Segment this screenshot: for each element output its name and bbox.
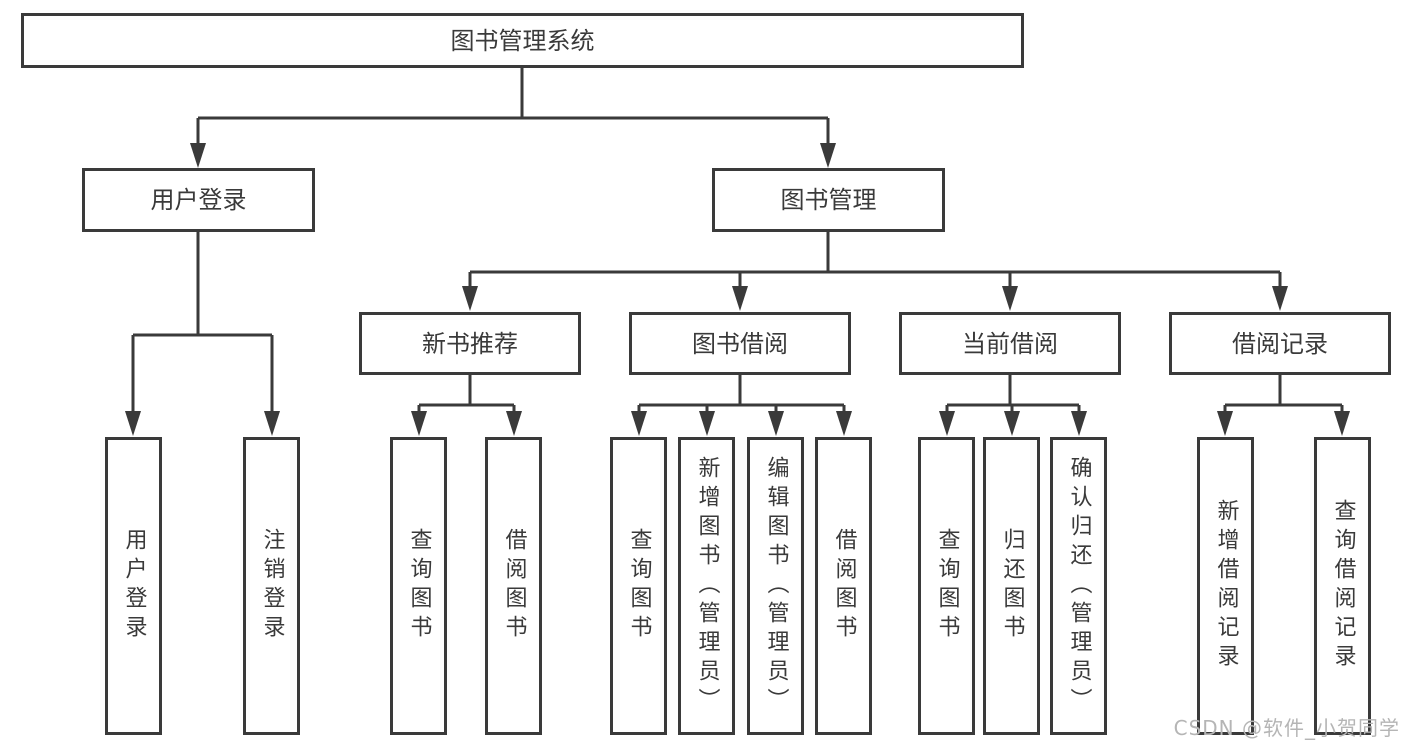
node-user-login: 用户登录 xyxy=(82,168,315,232)
leaf-recommend-borrow-book: 借阅图书 xyxy=(485,437,542,735)
edge-root-to-level2 xyxy=(196,68,830,146)
leaf-user-login: 用户登录 xyxy=(105,437,162,735)
leaf-label: 查询借阅记录 xyxy=(1330,499,1356,673)
leaf-label: 借阅图书 xyxy=(501,528,527,644)
leaf-label: 归还图书 xyxy=(999,528,1025,644)
edge-borrow-to-leaves xyxy=(637,375,846,414)
leaf-label: 查询图书 xyxy=(626,528,652,644)
leaf-label: 注销登录 xyxy=(259,528,285,644)
node-root-system: 图书管理系统 xyxy=(21,13,1024,68)
node-book-management: 图书管理 xyxy=(712,168,945,232)
leaf-records-search-record: 查询借阅记录 xyxy=(1314,437,1371,735)
leaf-recommend-search-book: 查询图书 xyxy=(390,437,447,735)
leaf-borrow-add-book-admin: 新增图书（管理员） xyxy=(678,437,735,735)
leaf-label: 新增借阅记录 xyxy=(1213,499,1239,673)
leaf-label: 确认归还（管理员） xyxy=(1066,455,1092,717)
leaf-label: 借阅图书 xyxy=(831,528,857,644)
leaf-current-search-book: 查询图书 xyxy=(918,437,975,735)
leaf-current-confirm-return-admin: 确认归还（管理员） xyxy=(1050,437,1107,735)
leaf-label: 查询图书 xyxy=(934,528,960,644)
leaf-current-return-book: 归还图书 xyxy=(983,437,1040,735)
csdn-watermark: CSDN @软件_小贺同学 xyxy=(1173,716,1400,740)
leaf-logout: 注销登录 xyxy=(243,437,300,735)
leaf-records-add-record: 新增借阅记录 xyxy=(1197,437,1254,735)
leaf-label: 编辑图书（管理员） xyxy=(763,455,789,717)
edge-recommend-to-leaves xyxy=(417,375,516,414)
edge-login-to-children xyxy=(131,232,274,414)
arrowheads xyxy=(125,143,1350,436)
edge-current-to-leaves xyxy=(945,375,1081,414)
leaf-borrow-search-book: 查询图书 xyxy=(610,437,667,735)
edge-manage-to-sections xyxy=(468,232,1282,289)
edge-records-to-leaves xyxy=(1223,375,1344,414)
node-borrowing-records: 借阅记录 xyxy=(1169,312,1391,375)
leaf-label: 查询图书 xyxy=(406,528,432,644)
node-book-borrowing: 图书借阅 xyxy=(629,312,851,375)
node-current-borrowing: 当前借阅 xyxy=(899,312,1121,375)
leaf-label: 新增图书（管理员） xyxy=(694,455,720,717)
node-new-book-recommendation: 新书推荐 xyxy=(359,312,581,375)
leaf-borrow-edit-book-admin: 编辑图书（管理员） xyxy=(747,437,804,735)
leaf-borrow-borrow-book: 借阅图书 xyxy=(815,437,872,735)
leaf-label: 用户登录 xyxy=(121,528,147,644)
